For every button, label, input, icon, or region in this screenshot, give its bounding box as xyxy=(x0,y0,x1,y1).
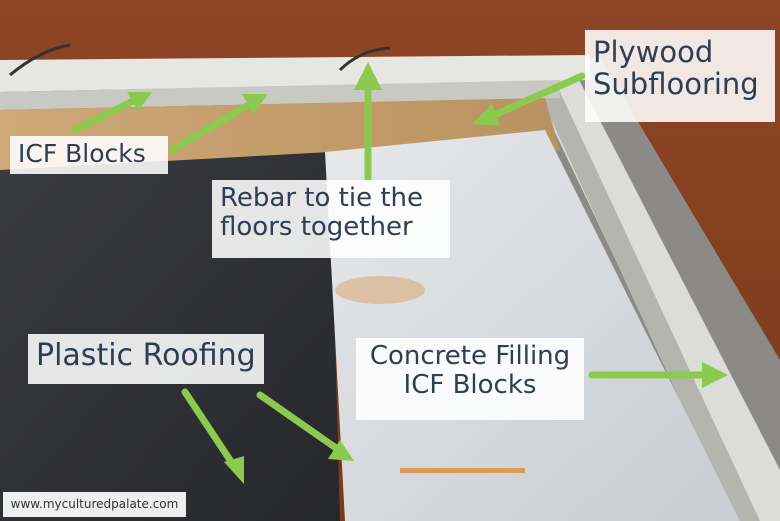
label-rebar: Rebar to tie the floors together xyxy=(212,180,450,258)
label-concrete-filling: Concrete Filling ICF Blocks xyxy=(356,338,584,420)
arrow-icf-1 xyxy=(71,96,139,134)
arrow-plastic-2 xyxy=(256,391,340,452)
arrowhead-icf-1 xyxy=(127,92,152,111)
arrowhead-plastic-1 xyxy=(224,456,244,484)
arrowhead-plywood xyxy=(472,104,500,126)
arrowhead-icf-2 xyxy=(242,94,268,114)
label-plywood-line1: Plywood xyxy=(593,35,714,69)
stain xyxy=(335,276,425,304)
label-plywood-subflooring: Plywood Subflooring xyxy=(585,30,775,122)
rebar-left xyxy=(9,43,71,77)
icf-wall-right-inner xyxy=(540,92,760,521)
arrowhead-plastic-2 xyxy=(328,440,354,461)
arrowhead-concrete xyxy=(702,362,728,388)
rebar xyxy=(338,46,391,72)
label-rebar-line1: Rebar to tie the xyxy=(220,183,423,213)
label-plywood-line2: Subflooring xyxy=(593,67,759,102)
arrow-icf-2 xyxy=(168,100,254,154)
label-plastic-roofing-text: Plastic Roofing xyxy=(36,338,256,373)
label-plastic-roofing: Plastic Roofing xyxy=(28,334,264,384)
label-concrete-line2: ICF Blocks xyxy=(403,370,537,401)
label-rebar-line2: floors together xyxy=(220,212,413,243)
label-concrete-line1: Concrete Filling xyxy=(369,341,571,371)
stripe xyxy=(400,468,525,473)
label-icf-blocks-text: ICF Blocks xyxy=(18,139,146,168)
arrow-plastic-1 xyxy=(181,388,238,470)
arrow-plywood xyxy=(488,72,586,120)
arrowhead-rebar xyxy=(354,62,382,90)
watermark: www.myculturedpalate.com xyxy=(3,492,186,517)
label-icf-blocks: ICF Blocks xyxy=(10,136,168,174)
